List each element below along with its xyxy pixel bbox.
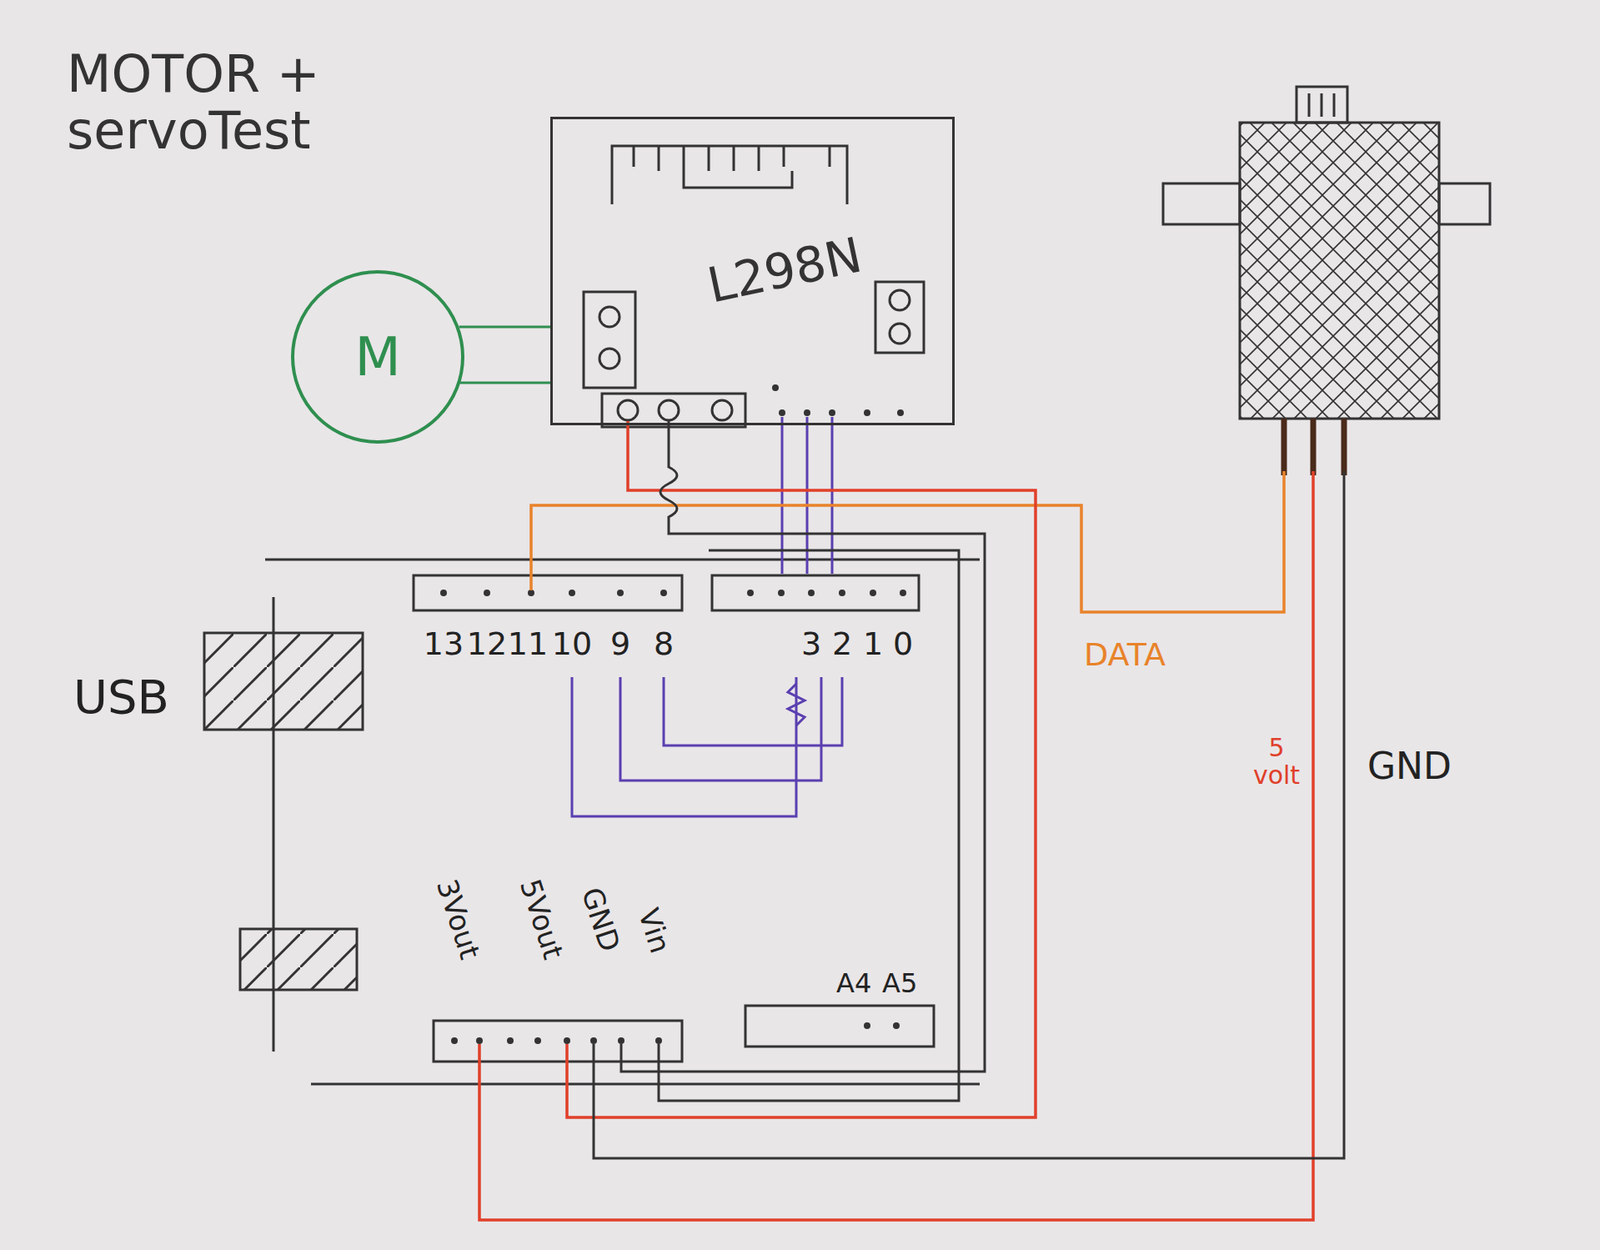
pin-label: 13 bbox=[423, 626, 464, 663]
header-pins bbox=[440, 589, 907, 1044]
data-wire bbox=[531, 471, 1285, 612]
pin-label: 3Vout bbox=[430, 875, 486, 964]
signal-wire bbox=[571, 416, 843, 817]
pin-label: Vin bbox=[631, 904, 676, 957]
servo-motor bbox=[1163, 86, 1490, 476]
pin-label: 0 bbox=[892, 626, 913, 663]
pin-label: 2 bbox=[832, 626, 853, 663]
ground-wire bbox=[658, 550, 959, 1101]
arduino-board bbox=[204, 559, 980, 1084]
pin-label: 3 bbox=[801, 626, 822, 663]
ground-wire bbox=[621, 421, 985, 1072]
pin-label: 8 bbox=[653, 626, 674, 663]
pin-label: GND bbox=[575, 883, 626, 956]
pin-label: 10 bbox=[551, 626, 592, 663]
ground-wire bbox=[593, 471, 1345, 1159]
pin-label: 11 bbox=[507, 626, 548, 663]
pin-label: 9 bbox=[610, 626, 631, 663]
node-text: M bbox=[354, 327, 401, 387]
pin-label: 5 volt bbox=[1247, 733, 1306, 789]
power-wire bbox=[566, 421, 1036, 1118]
pin-label: USB bbox=[73, 671, 170, 723]
heat-sink bbox=[611, 145, 848, 205]
pin-label: A4 bbox=[836, 968, 872, 999]
pin-label: 1 bbox=[862, 626, 883, 663]
pin-label: GND bbox=[1367, 746, 1452, 787]
motor-circle: M bbox=[290, 270, 465, 444]
pin-label: 5Vout bbox=[513, 875, 569, 964]
power-wire bbox=[479, 471, 1314, 1220]
motor-wire bbox=[460, 381, 552, 385]
pin-label: DATA bbox=[1083, 637, 1166, 673]
motor-wire bbox=[459, 326, 551, 329]
header-pins bbox=[772, 384, 904, 417]
diagram-title: MOTOR + servoTest bbox=[66, 45, 426, 160]
pin-label: A5 bbox=[882, 968, 918, 999]
node-text: L298N bbox=[702, 228, 867, 313]
pin-label: 12 bbox=[466, 626, 507, 663]
driver-board: L298N bbox=[550, 116, 955, 426]
